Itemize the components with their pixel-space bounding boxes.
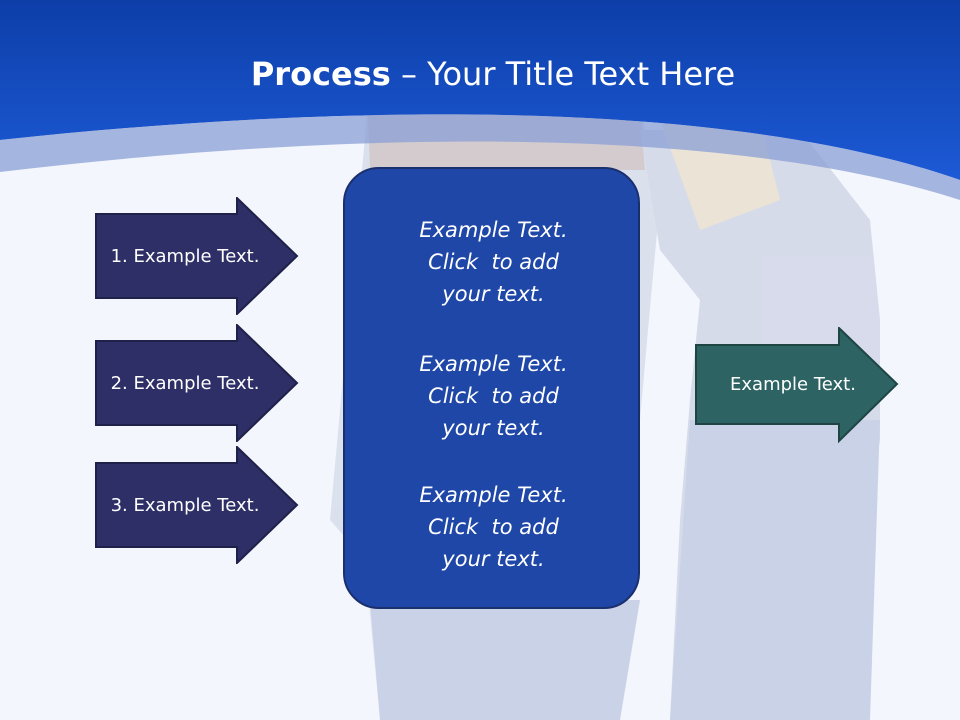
right-arrow-shape: [95, 197, 299, 315]
step-arrow-2: 2. Example Text.: [95, 324, 299, 442]
center-text-line: your text.: [442, 547, 545, 571]
step-arrow-3: 3. Example Text.: [95, 446, 299, 564]
slide-title: Process – Your Title Text Here: [0, 54, 960, 94]
result-label: Example Text.: [730, 373, 856, 395]
center-text-line: your text.: [442, 282, 545, 306]
title-rest: Your Title Text Here: [427, 55, 736, 93]
step-label: 2. Example Text.: [110, 372, 260, 394]
center-text-line: Click to add: [428, 515, 559, 539]
center-text-line: Example Text.: [419, 483, 568, 507]
center-text-line: your text.: [442, 416, 545, 440]
center-text-line: Example Text.: [419, 352, 568, 376]
center-text-line: Click to add: [428, 384, 559, 408]
center-text-block-2: Example Text. Click to add your text.: [345, 348, 642, 444]
right-arrow-shape: [695, 327, 899, 444]
step-label: 3. Example Text.: [110, 494, 260, 516]
right-arrow-shape: [95, 324, 299, 442]
center-text-block-3: Example Text. Click to add your text.: [345, 479, 642, 575]
center-text-line: Click to add: [428, 250, 559, 274]
center-text-line: Example Text.: [419, 218, 568, 242]
step-arrow-1: 1. Example Text.: [95, 197, 299, 315]
result-arrow: Example Text.: [695, 327, 899, 445]
title-separator: –: [390, 55, 428, 93]
center-process-box: Example Text. Click to add your text. Ex…: [343, 167, 640, 609]
center-text-block-1: Example Text. Click to add your text.: [345, 214, 642, 310]
right-arrow-shape: [95, 446, 299, 564]
title-bold: Process: [250, 55, 391, 93]
step-label: 1. Example Text.: [110, 245, 260, 267]
